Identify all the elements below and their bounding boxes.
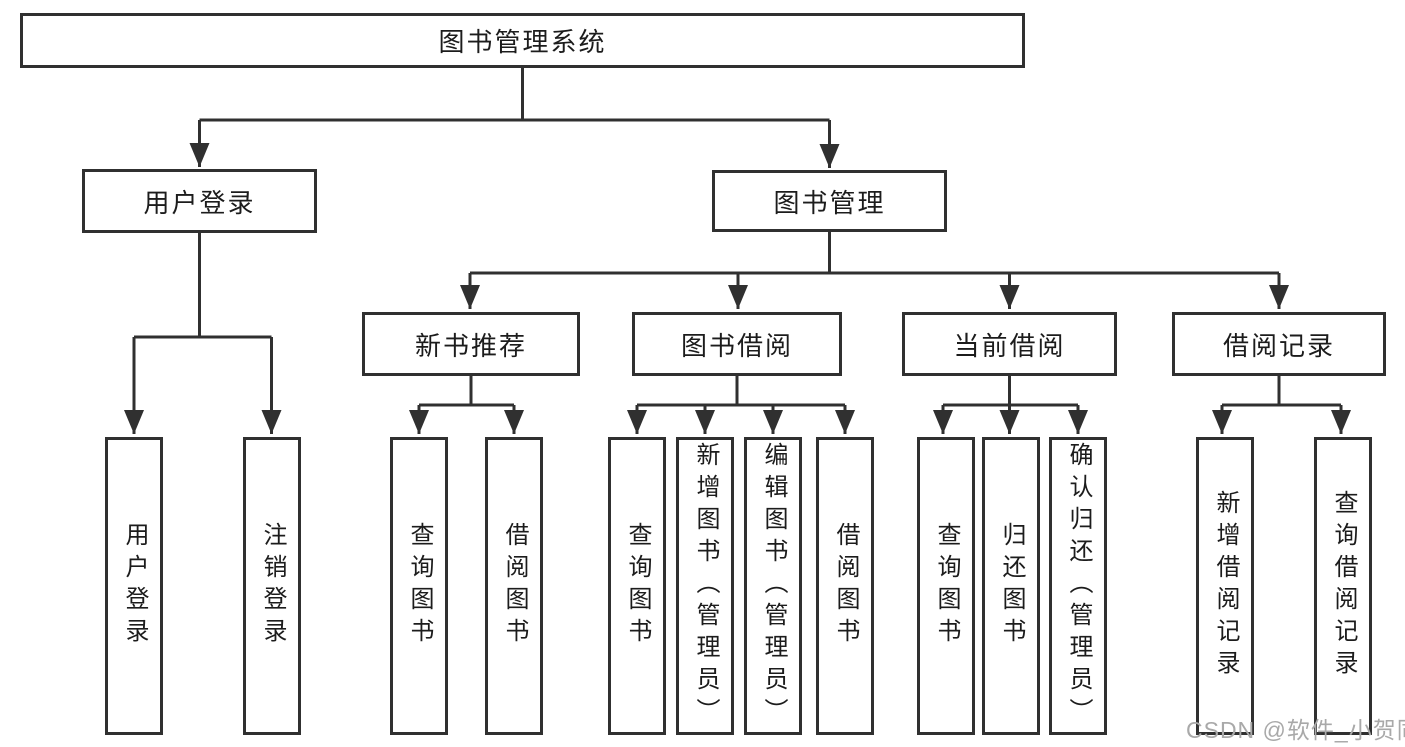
node-leaf-add-borrow-record: 新增借阅记录 (1196, 437, 1254, 735)
node-label: 借阅图书 (501, 522, 528, 650)
node-leaf-borrow-books-borrowing: 借阅图书 (816, 437, 874, 735)
node-label: 用户登录 (121, 522, 148, 650)
node-leaf-query-books-recommend: 查询图书 (390, 437, 448, 735)
node-label: 确认归还（管理员） (1065, 442, 1092, 730)
node-label: 查询图书 (624, 522, 651, 650)
node-current-borrowing: 当前借阅 (902, 312, 1117, 376)
node-label: 编辑图书（管理员） (760, 442, 787, 730)
node-new-book-recommendation: 新书推荐 (362, 312, 580, 376)
node-leaf-query-books-borrowing: 查询图书 (608, 437, 666, 735)
node-label: 借阅图书 (832, 522, 859, 650)
node-book-borrowing: 图书借阅 (632, 312, 842, 376)
node-label: 查询图书 (406, 522, 433, 650)
node-leaf-return-books: 归还图书 (982, 437, 1040, 735)
node-root: 图书管理系统 (20, 13, 1025, 68)
node-book-management: 图书管理 (712, 170, 947, 232)
node-leaf-user-login: 用户登录 (105, 437, 163, 735)
node-label: 归还图书 (998, 522, 1025, 650)
node-label: 查询图书 (933, 522, 960, 650)
node-leaf-query-books-current: 查询图书 (917, 437, 975, 735)
node-leaf-borrow-books-recommend: 借阅图书 (485, 437, 543, 735)
node-user-login: 用户登录 (82, 169, 317, 233)
node-leaf-query-borrow-record: 查询借阅记录 (1314, 437, 1372, 735)
node-leaf-confirm-return-admin: 确认归还（管理员） (1049, 437, 1107, 735)
watermark-text: CSDN @软件_小贺同学 (1186, 717, 1405, 743)
node-leaf-add-books-admin: 新增图书（管理员） (676, 437, 734, 735)
node-label: 新增图书（管理员） (692, 442, 719, 730)
node-borrowing-records: 借阅记录 (1172, 312, 1386, 376)
node-label: 新增借阅记录 (1212, 490, 1239, 682)
node-leaf-logout-login: 注销登录 (243, 437, 301, 735)
node-label: 注销登录 (259, 522, 286, 650)
node-label: 查询借阅记录 (1330, 490, 1357, 682)
node-leaf-edit-books-admin: 编辑图书（管理员） (744, 437, 802, 735)
